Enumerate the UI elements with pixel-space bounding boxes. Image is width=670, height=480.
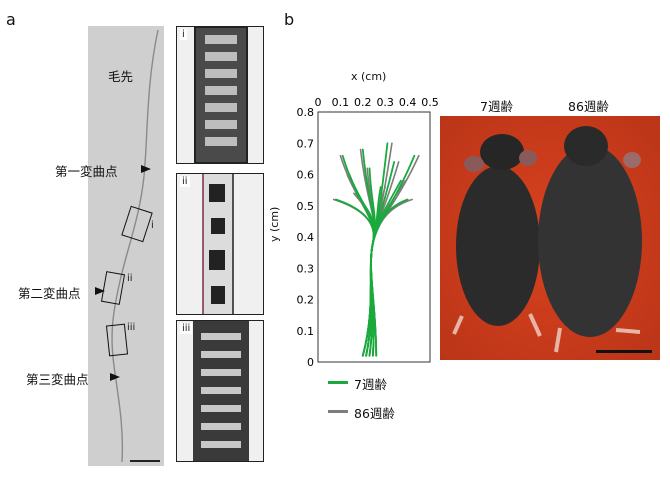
trace-7w-11 (365, 154, 416, 357)
chart-y-axis-label: y (cm) (268, 206, 281, 242)
legend-swatch-86w (328, 410, 348, 413)
micrograph-i-label: i (180, 29, 187, 40)
chart-x-tick-0: 0 (315, 96, 322, 109)
micrograph-iii: iii (176, 320, 264, 462)
micrograph-iii-drawing (193, 321, 249, 461)
hair-shape-chart: 0 0.1 0.2 0.3 0.4 0.5 0 0.1 0.2 0.3 0.4 0.5 0.6 0.7 0… (297, 96, 439, 369)
region-box-ii-label: ii (127, 273, 133, 284)
panel-b-letter: b (284, 10, 295, 29)
legend-swatch-7w (328, 381, 348, 384)
photo-scale-bar (596, 350, 652, 353)
bend-point-2-label: 第二変曲点 (18, 286, 81, 301)
micrograph-ii-drawing (202, 174, 234, 314)
micrograph-i-drawing (194, 27, 248, 163)
micrograph-i: i (176, 26, 264, 164)
chart-x-tick-2: 0.2 (354, 96, 372, 109)
mice-photo-drawing (440, 116, 660, 360)
hair-scale-bar (130, 460, 160, 462)
chart-y-tick-4: 0.4 (297, 231, 315, 244)
bend-point-1-arrow-icon (141, 165, 151, 173)
hair-curve (111, 29, 159, 463)
panel-a-letter: a (6, 10, 16, 29)
micrograph-ii: ii (176, 173, 264, 315)
chart-y-tick-5: 0.5 (297, 200, 315, 213)
legend-label-86w: 86週齢 (354, 406, 395, 421)
micrograph-iii-label: iii (180, 323, 193, 334)
chart-y-tick-2: 0.2 (297, 294, 315, 307)
chart-x-tick-5: 0.5 (421, 96, 439, 109)
chart-x-tick-1: 0.1 (332, 96, 350, 109)
mouse-86w-head (564, 126, 608, 166)
region-box-i-label: i (151, 220, 154, 231)
region-box-i (121, 205, 153, 243)
chart-y-tick-1: 0.1 (297, 325, 315, 338)
chart-y-tick-7: 0.7 (297, 137, 315, 150)
micrograph-ii-label: ii (180, 176, 190, 187)
legend-label-7w: 7週齢 (354, 377, 387, 392)
region-box-ii (100, 271, 126, 305)
bend-point-2-arrow-icon (95, 287, 105, 295)
bend-point-1-label: 第一変曲点 (55, 164, 118, 179)
mice-photo (440, 116, 660, 360)
bend-point-3-label: 第三変曲点 (26, 372, 89, 387)
chart-x-tick-3: 0.3 (376, 96, 394, 109)
hair-strip-drawing (100, 29, 159, 463)
photo-label-7w: 7週齢 (480, 99, 513, 114)
chart-x-tick-4: 0.4 (399, 96, 417, 109)
region-box-iii (105, 323, 129, 357)
region-box-iii-label: iii (127, 322, 136, 333)
hair-strip-image (88, 26, 164, 466)
chart-x-axis-label: x (cm) (351, 70, 387, 83)
chart-y-tick-3: 0.3 (297, 262, 315, 275)
bend-point-3-arrow-icon (110, 373, 120, 381)
chart-y-tick-0: 0 (307, 356, 314, 369)
chart-plot-frame (317, 111, 431, 363)
mouse-86w-body (538, 145, 642, 337)
photo-label-86w: 86週齢 (568, 99, 609, 114)
hair-tip-label: 毛先 (108, 69, 134, 84)
mouse-7w-head (480, 134, 524, 170)
mouse-7w-body (456, 166, 540, 326)
chart-y-tick-8: 0.8 (297, 106, 315, 119)
chart-y-tick-6: 0.6 (297, 169, 315, 182)
